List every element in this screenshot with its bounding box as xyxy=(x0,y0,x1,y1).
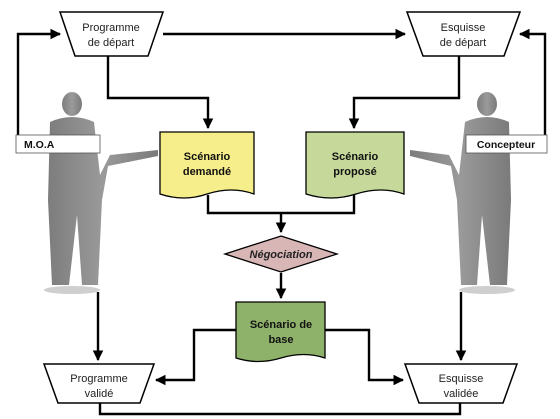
flow-esquisse-depart-to-scenario-propose xyxy=(348,56,461,130)
scenario-demande-line1: Scénario xyxy=(184,151,231,163)
negociation-node: Négociation xyxy=(222,235,340,273)
flow-bottom-link xyxy=(98,403,462,416)
esquisse-validee-line1: Esquisse xyxy=(439,373,484,385)
programme-valide-line1: Programme xyxy=(70,373,127,385)
negociation-label: Négociation xyxy=(250,249,313,261)
esquisse-validee-node: Esquisse validée xyxy=(403,363,519,404)
programme-depart-node: Programme de départ xyxy=(58,11,165,57)
flow-concepteur-to-esquisse-depart xyxy=(518,28,547,135)
flow-scenario-base-to-esquisse-validee xyxy=(325,328,405,386)
moa-label-box: M.O.A xyxy=(15,134,101,154)
concepteur-label-box: Concepteur xyxy=(465,134,548,154)
concepteur-label: Concepteur xyxy=(477,139,535,151)
scenario-propose-node: Scénario proposé xyxy=(305,131,405,199)
scenario-demande-node: Scénario demandé xyxy=(159,131,255,199)
programme-valide-line2: validé xyxy=(85,388,114,400)
moa-person-silhouette xyxy=(44,92,158,294)
scenario-base-node: Scénario de base xyxy=(235,301,326,363)
esquisse-depart-line1: Esquisse xyxy=(441,22,486,34)
scenario-demande-line2: demandé xyxy=(183,166,231,178)
esquisse-depart-node: Esquisse de départ xyxy=(405,11,522,57)
scenario-propose-line2: proposé xyxy=(333,166,376,178)
programme-valide-node: Programme validé xyxy=(42,363,156,404)
programme-depart-line2: de départ xyxy=(88,37,134,49)
concepteur-person-silhouette xyxy=(410,92,515,294)
scenario-propose-line1: Scénario xyxy=(332,151,379,163)
esquisse-validee-line2: validée xyxy=(444,388,479,400)
flow-programme-depart-to-scenario-demande xyxy=(106,56,214,130)
scenario-base-line2: base xyxy=(268,334,293,346)
moa-label: M.O.A xyxy=(24,139,55,151)
flow-moa-to-programme-depart xyxy=(16,28,62,135)
esquisse-depart-line2: de départ xyxy=(440,37,486,49)
scenario-base-line1: Scénario de xyxy=(250,319,312,331)
programme-depart-line1: Programme xyxy=(82,22,139,34)
flow-scenario-base-to-programme-valide xyxy=(154,328,236,386)
